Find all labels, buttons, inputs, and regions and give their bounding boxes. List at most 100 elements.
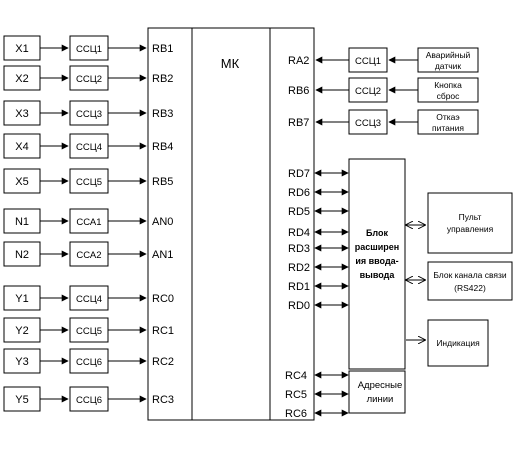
module-box: [69, 100, 109, 126]
peripheral-indication: Индикация: [406, 319, 489, 367]
pin-label: RC3: [152, 394, 174, 406]
device-label-2: сброс: [437, 91, 461, 101]
expansion-label-1: Блок: [366, 228, 389, 238]
pin-label: RB1: [152, 43, 173, 55]
pin-label: RC0: [152, 293, 174, 305]
input-label: Y5: [15, 394, 28, 406]
module-box: [69, 168, 109, 194]
input-label: Y1: [15, 293, 28, 305]
module-box: [69, 208, 109, 234]
device-box: [417, 109, 479, 135]
control-panel-label-2: управления: [447, 224, 494, 234]
pin-label: RA2: [288, 55, 309, 67]
pin-label: RC5: [285, 389, 307, 401]
microcontroller: МК: [147, 27, 315, 421]
module-box: [69, 35, 109, 61]
pin-label: RC1: [152, 325, 174, 337]
pin-label: RB7: [288, 117, 309, 129]
module-box: [69, 317, 109, 343]
module-label: ССЦ4: [76, 294, 102, 305]
pin-label: RD3: [288, 243, 310, 255]
indication-label: Индикация: [436, 338, 480, 348]
pin-label: RD4: [288, 227, 310, 239]
pin-label: RD5: [288, 206, 310, 218]
input-box-x4: [3, 133, 41, 159]
input-box-x2: [3, 65, 41, 91]
pin-label: RD6: [288, 187, 310, 199]
comm-channel-label-2: (RS422): [454, 283, 486, 293]
expansion-label-4: вывода: [360, 270, 396, 280]
device-label-2: датчик: [435, 61, 462, 71]
input-label: X3: [15, 108, 28, 120]
module-label: ССЦ6: [76, 395, 102, 406]
module-box: [348, 47, 388, 73]
address-lines-block: Адресные линии: [348, 370, 406, 414]
module-label: ССЦ4: [76, 142, 102, 153]
module-label: ССЦ2: [76, 74, 102, 85]
module-label: ССЦ6: [76, 357, 102, 368]
pin-label: AN0: [152, 216, 173, 228]
module-box: [348, 109, 388, 135]
input-box-n1: [3, 208, 41, 234]
peripheral-comm-channel: Блок канала связи (RS422): [406, 261, 513, 301]
module-label: ССЦ5: [76, 177, 102, 188]
module-label: ССЦ1: [76, 44, 102, 55]
expansion-label-2: расширен: [355, 242, 399, 252]
address-label-2: линии: [367, 394, 394, 405]
input-box-x1: [3, 35, 41, 61]
input-label: X2: [15, 73, 28, 85]
module-label: ССЦ2: [355, 86, 381, 97]
control-panel-label-1: Пульт: [459, 212, 482, 222]
device-label-1: Кнопка: [434, 80, 462, 90]
module-label: ССЦ3: [76, 109, 102, 120]
pin-label: RB3: [152, 108, 173, 120]
pin-label: RD1: [288, 281, 310, 293]
module-box: [69, 386, 109, 412]
input-label: N2: [15, 249, 29, 261]
peripheral-control-panel: Пульт управления: [406, 192, 513, 254]
module-box: [69, 65, 109, 91]
device-label-1: Аварийный: [426, 50, 471, 60]
pin-label: AN1: [152, 249, 173, 261]
device-label-2: питания: [432, 123, 464, 133]
input-label: Y2: [15, 325, 28, 337]
address-label-1: Адресные: [358, 380, 403, 391]
pin-label: RB4: [152, 141, 173, 153]
pin-label: RD0: [288, 300, 310, 312]
module-label: ССА1: [76, 217, 101, 228]
module-label: ССЦ5: [76, 326, 102, 337]
module-box: [69, 285, 109, 311]
input-label: N1: [15, 216, 29, 228]
module-label: ССЦ1: [355, 56, 381, 67]
input-label: X4: [15, 141, 28, 153]
expansion-label-3: ия ввода-: [355, 256, 398, 266]
pin-label: RB6: [288, 85, 309, 97]
comm-channel-label-1: Блок канала связи: [433, 270, 507, 280]
module-box: [69, 348, 109, 374]
device-label-1: Откаэ: [436, 112, 459, 122]
device-box: [417, 47, 479, 73]
mcu-label: МК: [221, 56, 240, 71]
io-expansion-block: Блок расширен ия ввода- вывода: [348, 158, 406, 370]
pin-label: RB2: [152, 73, 173, 85]
input-box-y2: [3, 317, 41, 343]
module-label: ССЦ3: [355, 118, 381, 129]
module-label: ССА2: [76, 250, 101, 261]
input-label: X5: [15, 176, 28, 188]
input-label: X1: [15, 43, 28, 55]
input-box-y5: [3, 386, 41, 412]
pin-label: RC4: [285, 370, 307, 382]
pin-label: RD7: [288, 168, 310, 180]
pin-label: RB5: [152, 176, 173, 188]
module-box: [69, 133, 109, 159]
pin-label: RD2: [288, 262, 310, 274]
input-box-n2: [3, 241, 41, 267]
module-box: [348, 77, 388, 103]
device-box: [417, 77, 479, 103]
input-label: Y3: [15, 356, 28, 368]
